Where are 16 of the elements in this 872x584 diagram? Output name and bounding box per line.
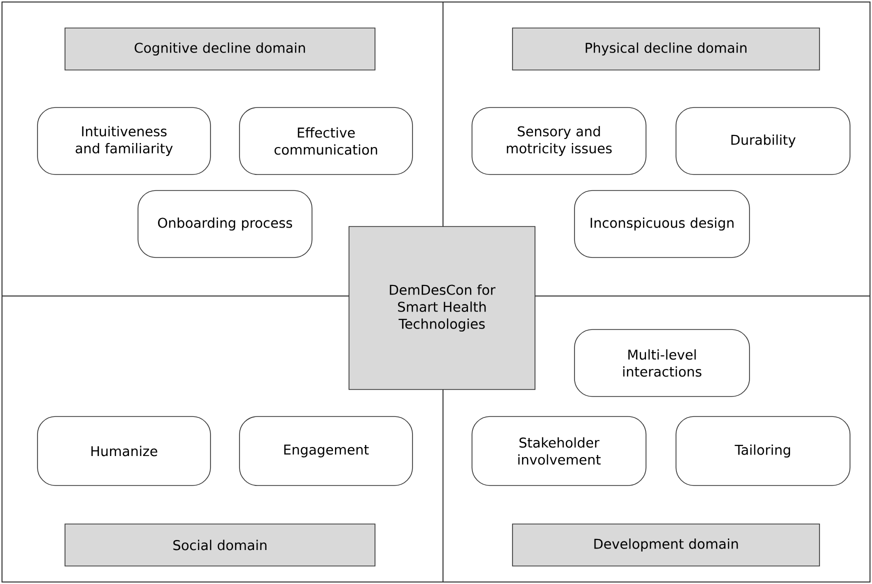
consideration-box: Stakeholder involvement [472,416,646,486]
consideration-box: Humanize [37,416,211,486]
consideration-box: Sensory and motricity issues [472,107,646,175]
consideration-box: Effective communication [239,107,413,175]
domain-header-box: Cognitive decline domain [64,28,376,70]
consideration-box: Engagement [239,416,413,486]
domain-header-box: Social domain [64,524,376,566]
consideration-box: Tailoring [676,416,850,486]
consideration-box: Multi-level interactions [574,329,750,397]
consideration-box: Durability [676,107,850,175]
domain-header-box: Development domain [512,524,820,566]
consideration-box: Onboarding process [138,190,312,258]
central-concept-box: DemDesCon for Smart Health Technologies [348,226,536,390]
consideration-box: Intuitiveness and familiarity [37,107,211,175]
domain-header-box: Physical decline domain [512,28,820,70]
consideration-box: Inconspicuous design [574,190,750,258]
